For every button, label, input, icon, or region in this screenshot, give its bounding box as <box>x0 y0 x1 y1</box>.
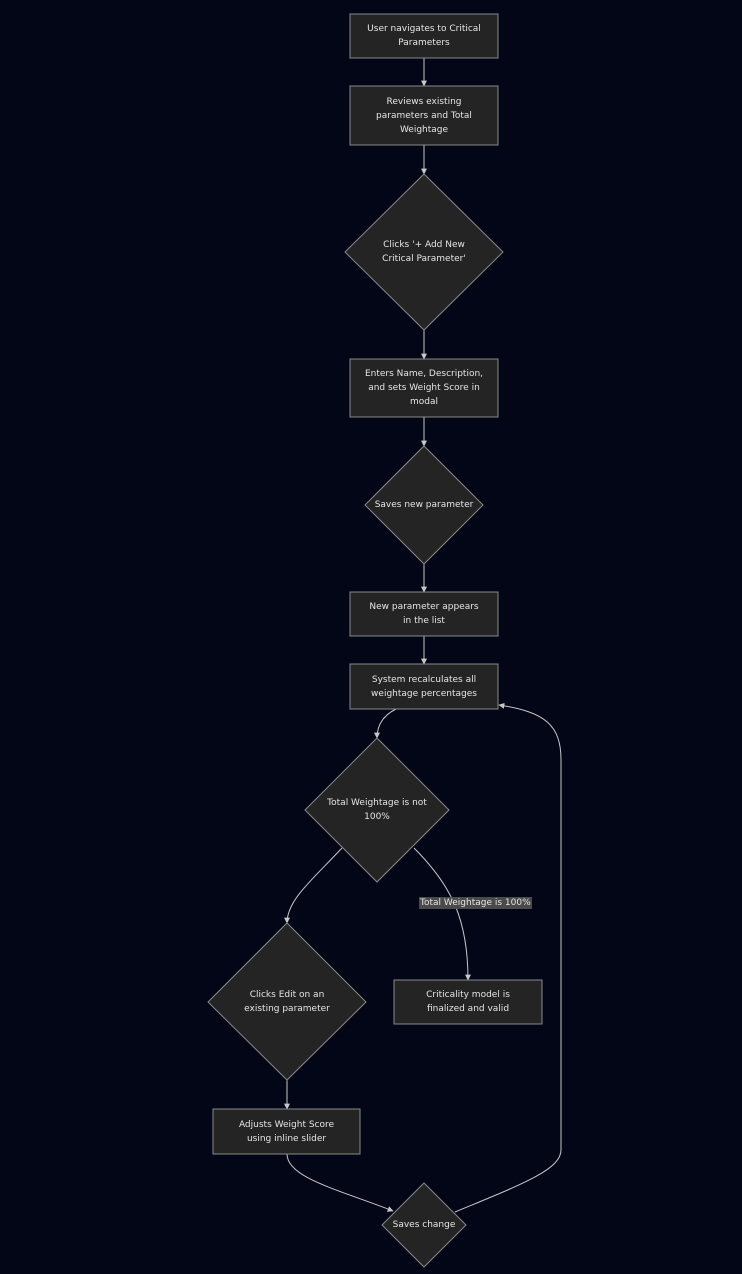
node-click-edit-label: Clicks Edit on an existing parameter <box>244 990 330 1014</box>
node-adjust[interactable] <box>212 1108 361 1155</box>
node-appears[interactable] <box>349 591 499 637</box>
node-adjust-label: Adjusts Weight Score using inline slider <box>238 1119 335 1144</box>
node-finalized[interactable] <box>393 979 543 1025</box>
node-enter-details[interactable] <box>349 358 499 418</box>
node-save-change[interactable] <box>381 1182 467 1268</box>
node-recalc-label: System recalculates all weightage percen… <box>371 674 477 699</box>
node-enter-details-label: Enters Name, Description, and sets Weigh… <box>364 369 484 407</box>
edge-adjust-to-save-change <box>286 1153 394 1212</box>
node-navigate-label: User navigates to Critical Parameters <box>367 24 481 48</box>
node-navigate[interactable] <box>349 13 499 59</box>
edge-recalc-to-check <box>374 708 397 739</box>
node-save-new-label: Saves new parameter <box>374 500 474 510</box>
node-check-label: Total Weightage is not 100% <box>327 798 427 822</box>
node-save-new[interactable] <box>364 445 484 565</box>
node-recalc[interactable] <box>349 663 499 710</box>
node-finalized-label: Criticality model is finalized and valid <box>426 990 510 1014</box>
node-click-add[interactable] <box>344 173 504 331</box>
edge-check-to-click-edit <box>284 847 343 924</box>
edge-check-to-finalized <box>413 847 471 981</box>
node-appears-label: New parameter appears in the list <box>369 602 479 626</box>
node-save-change-label: Saves change <box>392 1220 456 1230</box>
node-click-edit[interactable] <box>207 922 367 1081</box>
edge-save-change-to-recalc <box>454 702 562 1213</box>
node-review[interactable] <box>349 85 499 146</box>
node-click-add-label: Clicks '+ Add New Critical Parameter' <box>382 240 466 264</box>
node-review-label: Reviews existing parameters and Total We… <box>376 96 472 135</box>
node-check[interactable] <box>304 737 450 883</box>
edge-label-is-100: Total Weightage is 100% <box>419 897 532 909</box>
